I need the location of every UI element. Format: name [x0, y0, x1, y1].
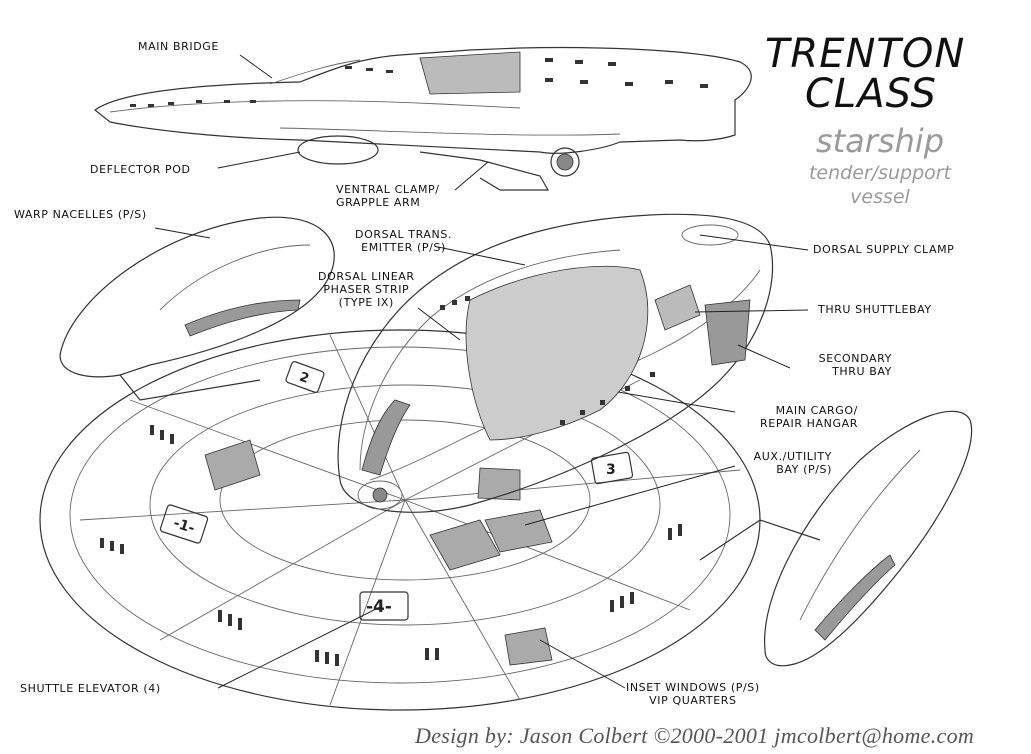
- leader-lines: [154, 54, 809, 689]
- pad-2-label: 2: [297, 370, 311, 387]
- label-deflector-pod-text: DEFLECTOR POD: [90, 163, 191, 176]
- label-warp-nacelles: WARP NACELLES (P/S): [14, 208, 147, 221]
- label-aux-utility-bay: AUX./UTILITY BAY (P/S): [730, 450, 832, 476]
- label-main-cargo-line2: REPAIR HANGAR: [760, 417, 858, 430]
- label-thru-shuttlebay-text: THRU SHUTTLEBAY: [818, 303, 932, 316]
- label-deflector-pod: DEFLECTOR POD: [90, 163, 191, 176]
- label-ventral-clamp-line1: VENTRAL CLAMP/: [336, 183, 440, 196]
- label-main-bridge-text: MAIN BRIDGE: [138, 40, 219, 53]
- label-aux-utility-line2: BAY (P/S): [776, 463, 832, 476]
- port-nacelle: [59, 216, 335, 401]
- label-main-bridge: MAIN BRIDGE: [138, 40, 219, 53]
- label-shuttle-elevator: SHUTTLE ELEVATOR (4): [20, 682, 161, 695]
- label-main-cargo-hangar: MAIN CARGO/ REPAIR HANGAR: [726, 404, 858, 430]
- label-thru-shuttlebay: THRU SHUTTLEBAY: [818, 303, 932, 316]
- label-ventral-clamp-line2: GRAPPLE ARM: [336, 196, 421, 209]
- label-shuttle-elevator-text: SHUTTLE ELEVATOR (4): [20, 682, 161, 695]
- label-aux-utility-line1: AUX./UTILITY: [753, 450, 832, 463]
- label-ventral-clamp: VENTRAL CLAMP/ GRAPPLE ARM: [336, 183, 440, 209]
- label-dorsal-phaser-line1: DORSAL LINEAR: [318, 270, 415, 283]
- label-dorsal-trans-line2: EMITTER (P/S): [361, 241, 446, 254]
- starboard-nacelle: [699, 410, 972, 667]
- label-inset-windows-line1: INSET WINDOWS (P/S): [626, 681, 760, 694]
- label-inset-windows-line2: VIP QUARTERS: [649, 694, 737, 707]
- pad-3-label: 3: [606, 462, 616, 478]
- label-dorsal-phaser-line3: (TYPE IX): [338, 296, 394, 309]
- label-dorsal-phaser-line2: PHASER STRIP: [323, 283, 410, 296]
- label-secondary-thru-bay: SECONDARY THRU BAY: [790, 352, 892, 378]
- pad-4-label: -4-: [366, 597, 392, 617]
- label-inset-windows: INSET WINDOWS (P/S) VIP QUARTERS: [626, 681, 760, 707]
- cargo-hull: [337, 213, 774, 513]
- label-dorsal-trans-emitter: DORSAL TRANS. EMITTER (P/S): [355, 228, 452, 254]
- label-dorsal-trans-line1: DORSAL TRANS.: [355, 228, 453, 241]
- title-line-trenton: TRENTON: [765, 31, 966, 77]
- side-view-profile: [94, 46, 752, 191]
- label-secondary-bay-line1: SECONDARY: [818, 352, 892, 365]
- title-line-starship: starship: [815, 122, 945, 160]
- title-line-vessel: vessel: [850, 186, 910, 208]
- label-dorsal-supply-clamp: DORSAL SUPPLY CLAMP: [813, 243, 954, 256]
- label-warp-nacelles-text: WARP NACELLES (P/S): [14, 208, 147, 221]
- label-dorsal-phaser-strip: DORSAL LINEAR PHASER STRIP (TYPE IX): [318, 270, 415, 309]
- title-line-class: CLASS: [805, 71, 937, 117]
- designer-credit: Design by: Jason Colbert ©2000-2001 jmco…: [415, 723, 975, 748]
- label-main-cargo-line1: MAIN CARGO/: [775, 404, 858, 417]
- pad-1-label: -1-: [171, 515, 196, 537]
- label-secondary-bay-line2: THRU BAY: [832, 365, 892, 378]
- hull-markings: -1- 2 3 -4-: [171, 370, 615, 617]
- saucer-section: [39, 329, 761, 711]
- title-line-tender-support: tender/support: [808, 162, 952, 184]
- label-dorsal-supply-clamp-text: DORSAL SUPPLY CLAMP: [813, 243, 955, 256]
